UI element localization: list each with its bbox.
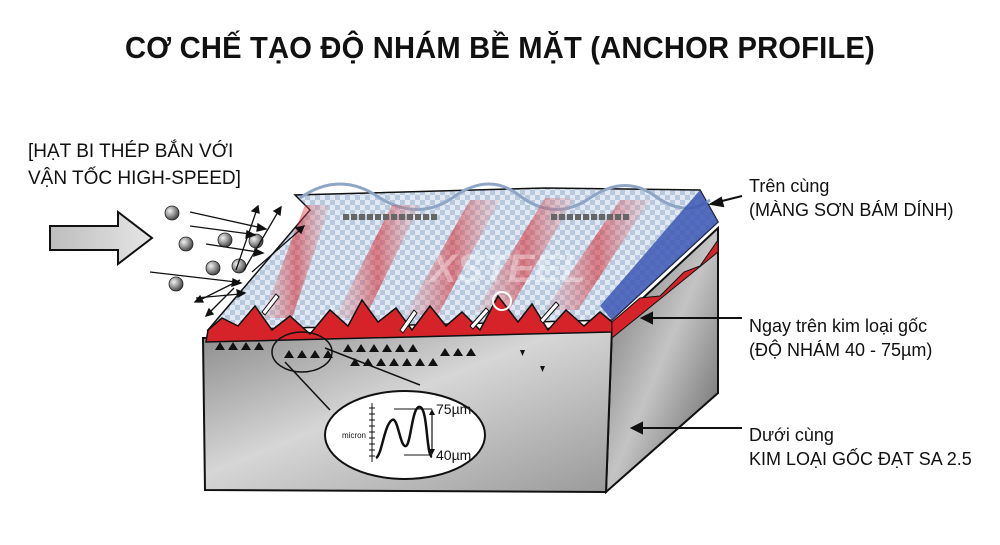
top-layer-label: Trên cùng (MÀNG SƠN BÁM DÍNH) xyxy=(749,174,953,222)
steel-shot-balls xyxy=(164,205,264,292)
magnify-circle xyxy=(492,291,512,311)
profile-streaks xyxy=(262,198,650,318)
middle-layer-label-line1: Ngay trên kim loại gốc xyxy=(749,316,928,336)
grit-triangles xyxy=(215,342,545,372)
shot-blast-label: [HẠT BI THÉP BẮN VỚI VẬN TỐC HIGH-SPEED] xyxy=(28,138,241,192)
coating-ridges xyxy=(299,182,711,211)
inset-peak-label: 75µm xyxy=(436,401,471,417)
bottom-layer-label-line2: KIM LOẠI GỐC ĐẠT SA 2.5 xyxy=(749,449,972,469)
impact-marks xyxy=(261,293,560,334)
primer-edge-right xyxy=(600,190,718,320)
middle-layer-label: Ngay trên kim loại gốc (ĐỘ NHÁM 40 - 75µ… xyxy=(749,314,932,362)
bottom-layer-label-line1: Dưới cùng xyxy=(749,425,834,445)
bottom-layer-label: Dưới cùng KIM LOẠI GỐC ĐẠT SA 2.5 xyxy=(749,423,972,471)
inset-axis-label: micron xyxy=(342,431,366,440)
middle-layer-label-line2: (ĐỘ NHÁM 40 - 75µm) xyxy=(749,340,933,360)
roughness-profile-right xyxy=(611,238,719,340)
inset-graph: micron 75µm 40µm xyxy=(342,401,471,463)
top-layer-label-line2: (MÀNG SƠN BÁM DÍNH) xyxy=(749,200,954,220)
inset-valley-label: 40µm xyxy=(436,447,471,463)
shot-trajectory-arrows xyxy=(149,204,306,318)
profile-curve xyxy=(375,405,433,460)
zoom-source-ellipse xyxy=(271,331,333,373)
zoom-connector xyxy=(284,347,421,411)
shot-blast-label-line2: VẬN TỐC HIGH-SPEED] xyxy=(28,168,241,189)
shot-blast-label-line1: [HẠT BI THÉP BẮN VỚI xyxy=(28,141,234,162)
watermark: XSTEEL xyxy=(428,247,586,291)
coating-dots xyxy=(343,214,629,220)
profile-inset xyxy=(324,390,486,480)
roughness-profile xyxy=(205,294,613,343)
top-layer-label-line1: Trên cùng xyxy=(749,176,830,196)
layer-pointer-arrows xyxy=(629,195,743,435)
page-title: CƠ CHẾ TẠO ĐỘ NHÁM BỀ MẶT (ANCHOR PROFIL… xyxy=(125,30,875,65)
incoming-shot-arrow xyxy=(49,209,154,267)
